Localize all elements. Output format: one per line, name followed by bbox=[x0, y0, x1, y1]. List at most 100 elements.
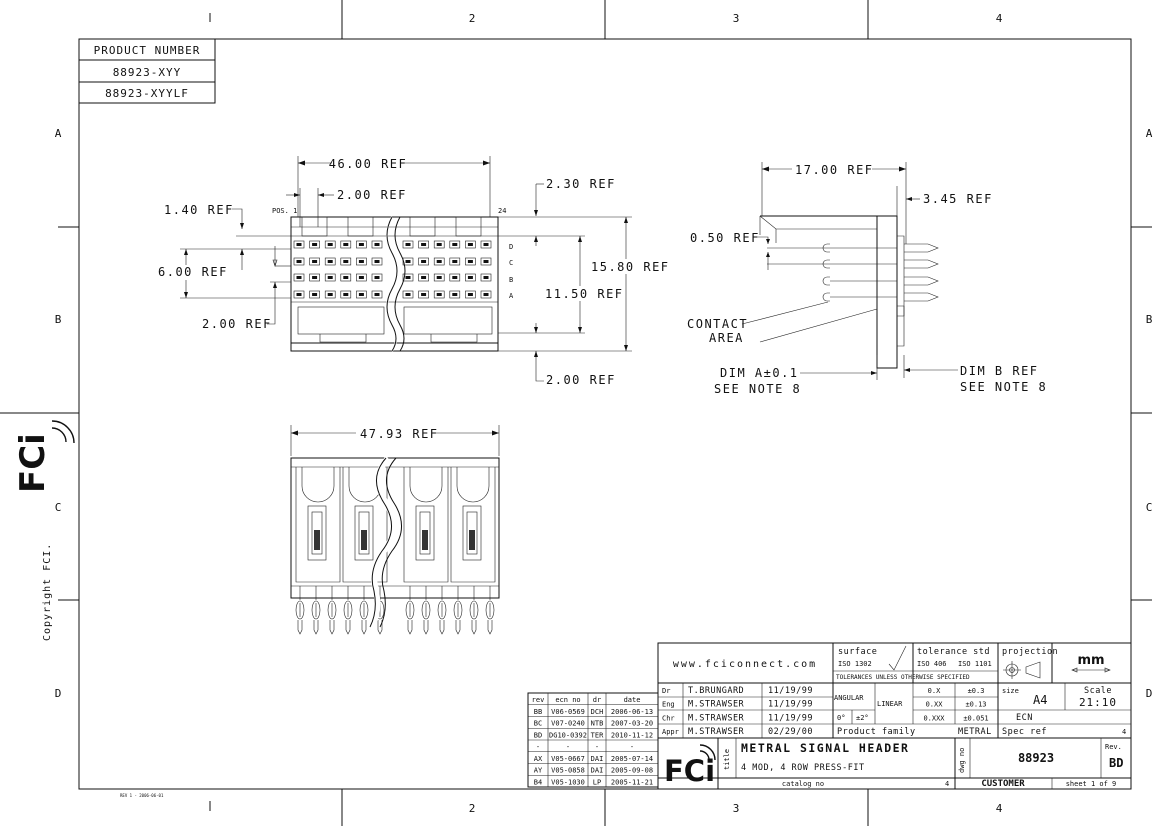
front-pin bbox=[465, 273, 476, 282]
revision-cell: ecn no bbox=[555, 696, 580, 704]
approval-date: 02/29/00 bbox=[768, 727, 813, 737]
dwg-no-label: dwg no bbox=[958, 748, 966, 773]
approval-role: Chr bbox=[662, 714, 675, 722]
front-pin bbox=[340, 257, 352, 266]
front-housing-outline bbox=[290, 216, 499, 352]
front-view: D C B A POS. 1 24 46.00 REF 2.00 REF 1.4… bbox=[154, 156, 668, 387]
product-number-part-2: 88923-XYYLF bbox=[105, 87, 189, 100]
surface-std: ISO 1302 bbox=[838, 660, 872, 668]
pos-last-label: 24 bbox=[498, 207, 506, 215]
linear-precision: 0.XX bbox=[926, 701, 944, 709]
approval-role: Appr bbox=[662, 728, 679, 736]
front-break-line bbox=[386, 216, 398, 352]
press-fit-pin bbox=[421, 586, 431, 635]
dim-tail: 3.45 REF bbox=[923, 192, 993, 206]
front-pin bbox=[371, 273, 383, 282]
side-housing-outline bbox=[760, 215, 898, 369]
grid-labels: 2 3 4 2 3 4 A B C D A B C D bbox=[55, 12, 1153, 815]
front-pin bbox=[449, 273, 461, 282]
approval-role: Dr bbox=[662, 687, 670, 695]
dim-b-label: DIM B REF bbox=[960, 364, 1039, 378]
front-pin bbox=[449, 240, 461, 249]
front-pin bbox=[340, 273, 352, 282]
grid-row-d-right: D bbox=[1146, 687, 1153, 700]
scale-value: 21:10 bbox=[1079, 696, 1117, 709]
contact-area-label-2: AREA bbox=[709, 331, 744, 345]
footer-note: REV 1 - 2006-06-01 bbox=[120, 793, 164, 798]
front-pin bbox=[293, 273, 305, 282]
front-pin bbox=[402, 240, 414, 249]
press-fit-pin bbox=[405, 586, 415, 635]
front-pin bbox=[433, 257, 445, 266]
revision-cell: - bbox=[595, 743, 599, 751]
drawing-subtitle: 4 MOD, 4 ROW PRESS-FIT bbox=[741, 763, 865, 773]
dim-bottom-width: 47.93 REF bbox=[360, 427, 439, 441]
press-fit-pin bbox=[311, 586, 321, 635]
revision-cell: - bbox=[536, 743, 540, 751]
website: www.fciconnect.com bbox=[673, 659, 817, 670]
approval-row: Appr M.STRAWSER 02/29/00 bbox=[662, 727, 813, 737]
side-branding: FCi Copyright FCI. bbox=[13, 420, 75, 641]
approval-name: M.STRAWSER bbox=[688, 713, 745, 723]
front-pin bbox=[371, 257, 383, 266]
projection-symbol-icon bbox=[1003, 661, 1041, 679]
angular-label: ANGULAR bbox=[834, 694, 864, 702]
front-pin bbox=[480, 273, 492, 282]
row-label-c: C bbox=[509, 259, 513, 267]
units: mm bbox=[1077, 653, 1104, 668]
tolerance-std-1: ISO 406 bbox=[917, 660, 947, 668]
approval-name: M.STRAWSER bbox=[688, 727, 745, 737]
linear-label: LINEAR bbox=[877, 700, 903, 708]
revision-cell: BB bbox=[534, 708, 542, 716]
press-fit-pin bbox=[437, 586, 447, 635]
sheet-info: sheet 1 of 9 bbox=[1066, 780, 1117, 788]
linear-tolerance: ±0.13 bbox=[965, 701, 986, 709]
side-logo-wave-icon bbox=[51, 427, 67, 443]
grid-col-4-top: 4 bbox=[996, 12, 1003, 25]
fci-logo-wave-icon bbox=[699, 750, 710, 761]
approval-role: Eng bbox=[662, 701, 675, 709]
revision-cell: - bbox=[566, 743, 570, 751]
product-number-box: PRODUCT NUMBER 88923-XYY 88923-XYYLF bbox=[78, 38, 216, 104]
rev-label: Rev. bbox=[1105, 743, 1122, 751]
grid-row-a-left: A bbox=[55, 127, 62, 140]
grid-col-3-top: 3 bbox=[733, 12, 740, 25]
bottom-module bbox=[295, 467, 341, 583]
bottom-housing-outline bbox=[290, 457, 500, 599]
revision-cell: 2007-03-20 bbox=[611, 720, 653, 728]
revision-cell: DAI bbox=[591, 767, 604, 775]
dim-a-label: DIM A±0.1 bbox=[720, 366, 799, 380]
revision-cell: 2005-11-21 bbox=[611, 778, 653, 786]
front-pin bbox=[480, 240, 492, 249]
surface-label: surface bbox=[838, 647, 877, 657]
front-pin bbox=[465, 240, 476, 249]
dim-offset-x: 1.40 REF bbox=[164, 203, 234, 217]
grid-row-b-left: B bbox=[55, 313, 62, 326]
bottom-press-fit-pins bbox=[295, 586, 495, 635]
copyright-text: Copyright FCI. bbox=[42, 543, 53, 641]
product-family-value: METRAL bbox=[958, 727, 992, 737]
front-pin bbox=[324, 257, 336, 266]
front-pin bbox=[309, 257, 320, 266]
revision-cell: NTB bbox=[591, 720, 604, 728]
front-pin bbox=[402, 257, 414, 266]
bottom-modules bbox=[295, 467, 496, 583]
revision-cell: DAI bbox=[591, 755, 604, 763]
front-pin bbox=[309, 290, 320, 299]
revision-cell: DG10-0392 bbox=[549, 731, 587, 739]
front-pin bbox=[309, 273, 320, 282]
grid-row-c-left: C bbox=[55, 501, 62, 514]
front-pin bbox=[324, 240, 336, 249]
revision-cell: AY bbox=[534, 767, 543, 775]
spec-ref-label: Spec ref bbox=[1002, 727, 1047, 737]
size-label: size bbox=[1002, 687, 1019, 695]
surface-check-icon bbox=[888, 645, 907, 671]
revision-cell: AX bbox=[534, 755, 543, 763]
